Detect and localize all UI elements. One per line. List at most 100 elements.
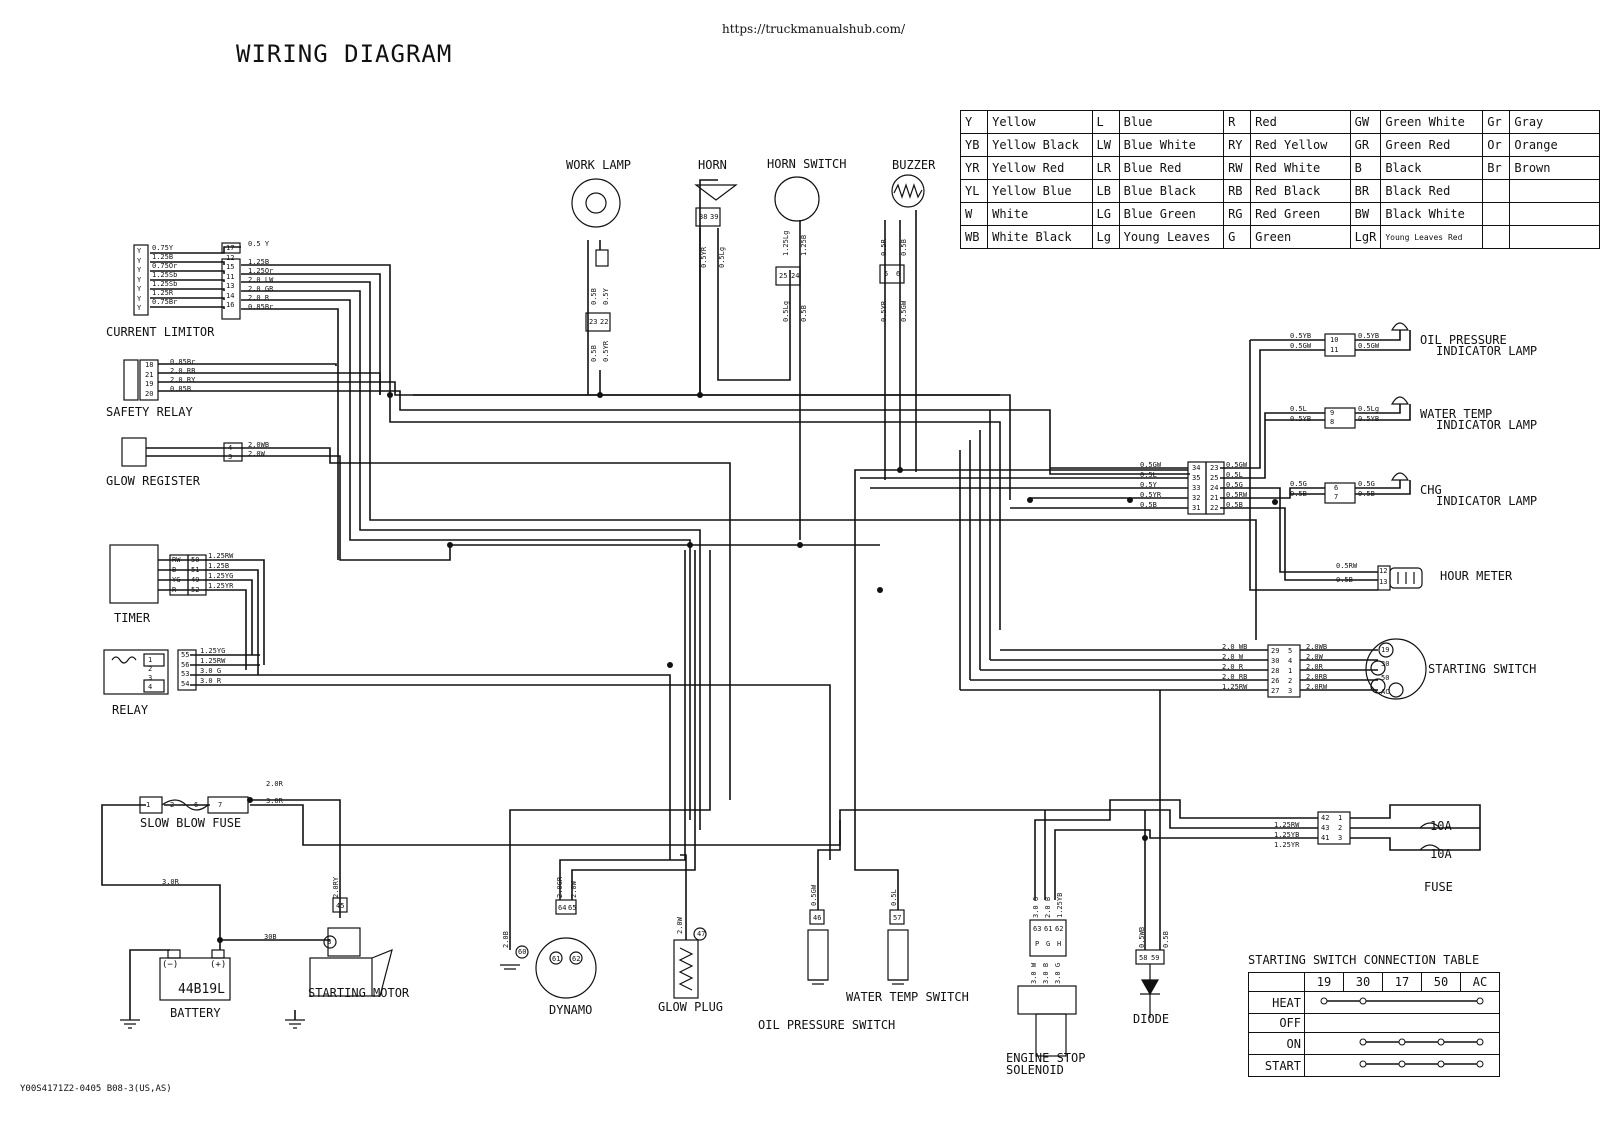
wire	[680, 854, 687, 940]
wire-label: 0.5GW	[1226, 461, 1248, 469]
connector-pin: 7	[1334, 493, 1339, 501]
ss-connection-node	[1437, 1038, 1445, 1046]
wire-label: 2.0B	[502, 931, 510, 948]
wire	[1220, 487, 1378, 573]
connector-pin: 57	[893, 914, 902, 922]
wire-label: 0.5YR	[700, 246, 708, 268]
legend-code: R	[1223, 110, 1252, 134]
wire-label: 0.5B	[1226, 501, 1243, 509]
connector-pin: 31	[1192, 504, 1201, 512]
wire-label: 1.25YR	[208, 582, 234, 590]
connector-pin: 5	[884, 270, 889, 278]
wire	[1355, 480, 1401, 489]
connector-pin: 23	[589, 318, 598, 326]
legend-name: Green Red	[1380, 133, 1484, 157]
wire-label: 2.0 WB	[1222, 643, 1248, 651]
wire	[1249, 340, 1378, 591]
connector-pin: 32	[1192, 494, 1201, 502]
source-url: https://truckmanualshub.com/	[722, 22, 906, 36]
legend-code	[1482, 202, 1511, 226]
legend-name: Young Leaves Red	[1380, 225, 1484, 249]
wire-label: 0.5L	[1290, 405, 1307, 413]
wire	[1220, 349, 1325, 469]
legend-name: Blue Red	[1118, 156, 1225, 180]
wire	[150, 279, 225, 282]
wire	[150, 246, 241, 254]
slow-blow-fuse-label: SLOW BLOW FUSE	[140, 816, 242, 830]
connector-pin: 9	[1330, 409, 1335, 417]
connector-pin: 54	[181, 679, 190, 688]
wire	[158, 559, 265, 665]
connector-pin: 2	[1288, 677, 1293, 685]
connector-pin: 7	[218, 801, 223, 809]
ss-connection-bar	[1359, 1060, 1484, 1068]
legend-name: Young Leaves	[1118, 225, 1225, 249]
wire-label: 2.0W	[1306, 653, 1323, 661]
connector-pin: 63	[1033, 925, 1042, 933]
connector-pin: 35	[1192, 474, 1201, 482]
wire-label: 2.0W	[570, 881, 578, 898]
wire-label: 0.75Y	[152, 244, 174, 252]
wire-label: 0.5GW	[1140, 461, 1162, 469]
connector-pin: 38	[699, 213, 708, 221]
ss-table-connection	[1304, 1054, 1500, 1077]
wire	[150, 297, 225, 300]
wire	[250, 799, 341, 900]
wire-label: 1.25B	[248, 258, 270, 266]
connector-pin: G	[1046, 940, 1051, 948]
connector-pin: 4	[228, 444, 233, 452]
connector-pin: RW	[172, 556, 181, 564]
ss-connection-node	[1320, 997, 1328, 1005]
work-lamp-symbol	[571, 178, 621, 332]
wire	[241, 264, 1001, 630]
current-limitor	[133, 242, 241, 320]
wire-label: 2.0 R	[248, 294, 270, 302]
wire	[101, 804, 221, 950]
wire	[1355, 330, 1411, 351]
connector-pin: Y	[137, 247, 142, 255]
legend-code: Gr	[1482, 110, 1511, 134]
starting-switch-label: STARTING SWITCH	[1428, 662, 1537, 676]
connector-pin: 34	[1192, 464, 1201, 472]
connector-pin: B	[327, 938, 332, 946]
wire-label: 0.5B	[590, 288, 598, 305]
relay-label: RELAY	[112, 703, 149, 717]
connector-pin: 1	[148, 656, 153, 664]
wire	[241, 299, 691, 820]
wire	[413, 394, 1011, 500]
fuse-label: FUSE	[1424, 880, 1453, 894]
legend-name: Red	[1250, 110, 1351, 134]
wire-label: 0.85Br	[248, 303, 274, 311]
connector-pin: 33	[1192, 484, 1201, 492]
starting-switch-symbol	[1267, 638, 1427, 700]
wire-label: 1.25YR	[1274, 841, 1300, 849]
legend-code: LgR	[1349, 225, 1382, 249]
wire-label: 2.0R	[1306, 663, 1323, 671]
wire	[241, 273, 381, 395]
switch-terminal: 19	[1381, 646, 1390, 654]
wire	[158, 363, 337, 366]
legend-code: Or	[1482, 133, 1511, 157]
slow-blow-fuse	[139, 796, 249, 814]
oil-pressure-lamp-label-1: OIL PRESSURE	[1420, 333, 1507, 347]
connector-pin: 46	[813, 914, 822, 922]
fuse-rating-2: 10A	[1430, 847, 1452, 861]
wire	[559, 550, 686, 900]
wire-label: 0.5B	[800, 305, 808, 322]
legend-name: Red White	[1250, 156, 1351, 180]
connector-pin: 45	[336, 902, 345, 910]
battery-label: BATTERY	[170, 1006, 221, 1020]
wire	[1355, 404, 1411, 421]
ss-connection-node	[1476, 997, 1484, 1005]
connector-pin: 62	[572, 955, 581, 963]
ss-table-row-label: ON	[1248, 1032, 1305, 1055]
legend-name: White Black	[987, 225, 1093, 249]
wire	[158, 569, 259, 675]
connector-pin: B	[172, 566, 177, 574]
wire-label: 2.0RB	[1306, 673, 1328, 681]
legend-name: Green White	[1380, 110, 1484, 134]
water-temp-lamp-label-2: INDICATOR LAMP	[1436, 418, 1538, 432]
wire-label: 1.25YG	[208, 572, 234, 580]
